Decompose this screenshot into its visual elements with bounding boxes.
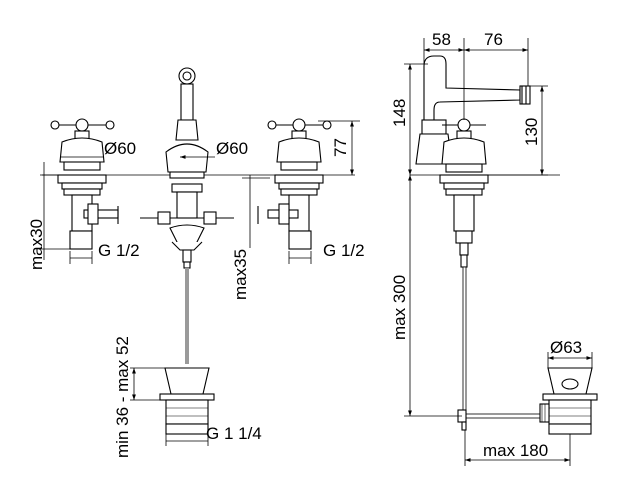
- right-valve: [257, 118, 332, 250]
- waste-front: [159, 367, 215, 435]
- dim-g12-right: G 1/2: [323, 241, 365, 260]
- drain-rod: [185, 268, 189, 364]
- waste-side: [539, 367, 598, 435]
- front-dimensions: Ø60 Ø60 77 max30 G 1/2 max35: [27, 120, 365, 458]
- dim-d63: Ø63: [550, 338, 582, 357]
- dim-g114: G 1 1/4: [206, 424, 262, 443]
- side-spout: [415, 55, 531, 268]
- dim-130: 130: [522, 118, 541, 146]
- side-view: 58 76 148 130 max 300 Ø63 max 180: [390, 30, 598, 466]
- side-dimensions: 58 76 148 130 max 300 Ø63 max 180: [390, 30, 593, 466]
- side-rod: [462, 266, 467, 418]
- dim-max180: max 180: [483, 441, 548, 460]
- dim-g12-left: G 1/2: [98, 241, 140, 260]
- dim-77: 77: [331, 138, 350, 157]
- dim-min36-max52: min 36 - max 52: [113, 336, 132, 458]
- left-valve: [50, 118, 119, 250]
- dim-max300: max 300: [390, 275, 409, 340]
- dim-76: 76: [484, 30, 503, 49]
- dim-max30: max30: [27, 219, 46, 270]
- dim-max35: max35: [231, 249, 250, 300]
- center-spout: [140, 67, 234, 269]
- dim-148: 148: [390, 99, 409, 127]
- front-view: Ø60 Ø60 77 max30 G 1/2 max35: [27, 67, 365, 458]
- dim-58: 58: [432, 30, 451, 49]
- side-link: [457, 413, 545, 419]
- dim-d60-right: Ø60: [216, 139, 248, 158]
- dim-d60-left: Ø60: [104, 139, 136, 158]
